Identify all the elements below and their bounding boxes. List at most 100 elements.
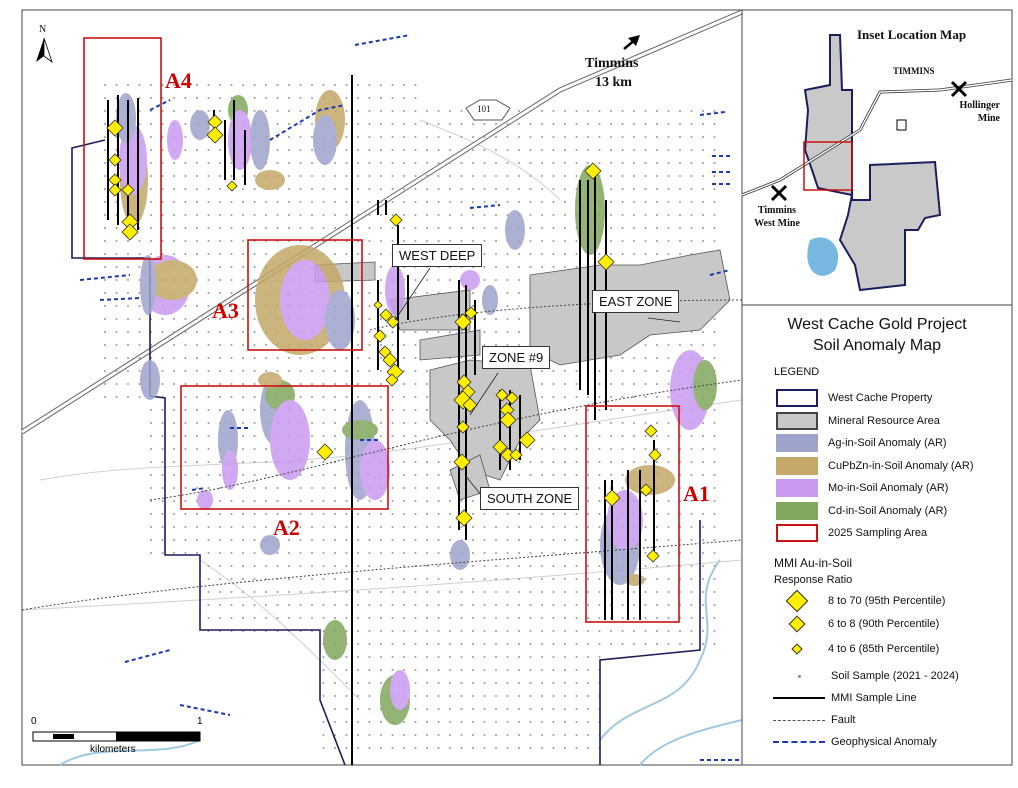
soil-sample-point [610,162,612,164]
soil-sample-point [713,539,716,541]
soil-sample-point [495,565,497,567]
soil-sample-point [311,201,313,203]
soil-sample-point [104,253,106,255]
soil-sample-point [357,578,359,580]
soil-sample-point [518,253,520,255]
soil-sample-point [276,357,279,359]
soil-sample-point [449,526,451,528]
soil-sample-point [161,136,164,138]
soil-sample-point [587,630,589,632]
soil-sample-point [207,188,210,190]
soil-sample-point [322,565,325,567]
soil-sample-point [460,188,463,190]
soil-sample-point [184,513,187,515]
soil-sample-point [633,214,635,216]
soil-sample-point [472,240,474,242]
soil-sample-point [219,357,221,359]
soil-sample-point [173,188,175,190]
soil-sample-point [633,383,635,385]
soil-sample-point [633,461,635,463]
soil-sample-point [380,617,382,619]
soil-sample-point [541,253,543,255]
soil-sample-point [207,110,210,112]
soil-anomalies [116,90,717,725]
soil-sample-point [529,565,532,567]
soil-sample-point [357,500,359,502]
soil-sample-point [311,461,313,463]
soil-sample-point [460,604,463,606]
soil-sample-point [426,149,428,151]
soil-sample-point [104,227,106,229]
soil-sample-point [621,201,624,203]
soil-anomaly-cd [323,620,347,660]
geophysical-anomaly [354,34,411,46]
soil-sample-point [426,552,428,554]
soil-sample-point [391,422,394,424]
soil-sample-point [656,591,658,593]
soil-sample-point [265,201,267,203]
soil-sample-point [690,500,693,502]
soil-sample-point [311,578,313,580]
soil-sample-point [357,682,359,684]
soil-sample-point [391,240,394,242]
soil-sample-point [437,175,440,177]
soil-sample-point [242,422,244,424]
soil-sample-point [575,422,578,424]
soil-sample-point [564,565,566,567]
soil-sample-point [311,175,313,177]
soil-sample-point [345,123,348,125]
soil-sample-point [667,110,670,112]
soil-sample-point [150,214,152,216]
soil-sample-point [460,669,463,671]
soil-sample-point [414,656,417,658]
soil-sample-point [288,84,290,86]
soil-sample-point [506,201,509,203]
soil-sample-point [667,370,670,372]
soil-sample-point [230,331,233,333]
soil-sample-point [437,604,440,606]
soil-sample-point [472,214,474,216]
soil-sample-point [253,227,256,229]
soil-sample-point [357,201,359,203]
soil-sample-point [552,110,555,112]
au-anomaly-diamond [121,183,135,197]
soil-sample-point [713,149,716,151]
soil-sample-point [426,708,428,710]
soil-sample-point [483,682,486,684]
soil-sample-point [541,734,543,736]
soil-sample-point [437,188,440,190]
soil-sample-point [713,578,716,580]
soil-sample-point [288,539,290,541]
soil-sample-point [564,630,566,632]
soil-sample-point [184,552,187,554]
soil-sample-point [299,617,302,619]
soil-sample-point [621,214,624,216]
north-arrow-icon [36,37,53,64]
soil-sample-point [242,552,244,554]
soil-sample-point [483,721,486,723]
soil-sample-point [184,175,187,177]
soil-sample-point [506,721,509,723]
soil-sample-point [621,188,624,190]
soil-sample-point [242,253,244,255]
soil-sample-point [713,526,716,528]
soil-sample-point [495,162,497,164]
geophysical-anomaly [179,704,231,716]
soil-sample-point [357,695,359,697]
soil-sample-point [667,240,670,242]
soil-sample-point [253,422,256,424]
soil-sample-point [253,344,256,346]
soil-sample-point [644,500,647,502]
soil-sample-point [426,383,428,385]
au-anomaly-diamond [495,388,509,402]
soil-sample-point [368,734,371,736]
soil-sample-point [656,422,658,424]
soil-sample-point [667,136,670,138]
soil-sample-point [587,461,589,463]
soil-sample-point [161,84,164,86]
au-anomaly-diamond [385,373,399,387]
legend-label: Soil Sample (2021 - 2024) [831,670,959,682]
au-anomaly-diamond [499,411,517,429]
soil-sample-point [253,110,256,112]
soil-sample-point [115,292,118,294]
